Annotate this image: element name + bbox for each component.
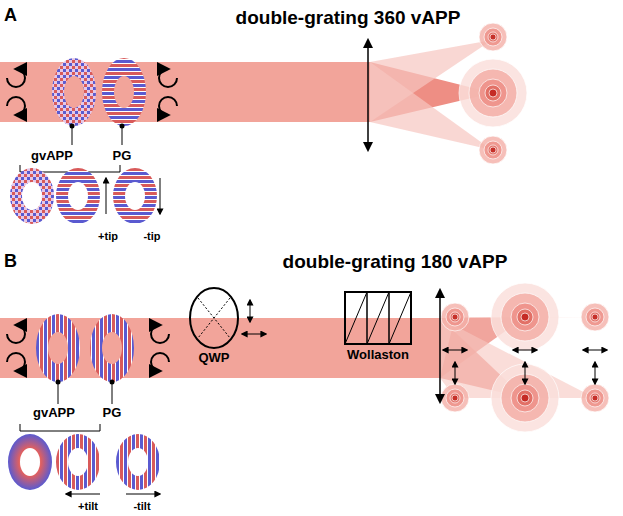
polarization-arrow <box>513 350 537 351</box>
tip-label: -tip <box>143 230 160 242</box>
psf-spot <box>441 384 469 412</box>
panel-title: double-grating 180 vAPP <box>283 252 508 273</box>
polarization-arrow <box>595 362 596 384</box>
optic-label: PG <box>103 406 122 420</box>
psf-spot <box>501 293 549 341</box>
optic-label: Wollaston <box>347 348 409 362</box>
psf-spot <box>521 313 529 321</box>
psf-spot <box>488 145 498 155</box>
psf-spot <box>511 303 539 331</box>
psf-spot <box>479 79 507 107</box>
psf-spot <box>586 389 604 407</box>
optic-label: gvAPP <box>33 406 75 420</box>
psf-spot <box>459 59 527 127</box>
psf-spot <box>581 303 609 331</box>
circular-polarization <box>7 69 25 87</box>
panel-letter: A <box>4 6 17 26</box>
psf-spot <box>490 147 496 153</box>
circular-polarization <box>7 97 25 115</box>
circular-polarization <box>151 325 169 343</box>
psf-spot <box>586 308 604 326</box>
psf-spot <box>485 85 501 101</box>
polarization-arrow <box>525 362 526 384</box>
psf-spot <box>521 394 529 402</box>
psf-spot <box>452 314 458 320</box>
tilt-label: -tilt <box>133 500 150 512</box>
psf-spot <box>488 32 498 42</box>
psf-spot <box>441 303 469 331</box>
circular-polarization <box>159 97 177 115</box>
psf-spot <box>469 69 517 117</box>
circular-polarization <box>7 325 25 343</box>
polarization-arrow <box>443 350 467 351</box>
psf-spot <box>446 389 464 407</box>
tilt-label: +tilt <box>78 500 98 512</box>
psf-spot <box>450 312 460 322</box>
circular-polarization <box>151 353 169 371</box>
psf-spot <box>511 384 539 412</box>
psf-spot <box>590 393 600 403</box>
psf-spot <box>592 395 598 401</box>
panel-title: double-grating 360 vAPP <box>236 8 461 29</box>
psf-spot <box>490 34 496 40</box>
psf-spot <box>484 28 502 46</box>
psf-spot <box>491 283 559 351</box>
optic-label: PG <box>113 149 132 163</box>
polarization-arrow <box>455 362 456 384</box>
panel-letter: B <box>4 252 17 272</box>
psf-spot <box>479 136 507 164</box>
circular-polarization <box>7 353 25 371</box>
psf-spot <box>590 312 600 322</box>
polarization-arrow <box>583 350 607 351</box>
psf-spot <box>517 390 533 406</box>
tip-label: +tip <box>98 230 118 242</box>
psf-spot <box>489 89 497 97</box>
psf-spot <box>592 314 598 320</box>
psf-spot <box>446 308 464 326</box>
psf-spot <box>517 309 533 325</box>
optic-label: QWP <box>198 351 229 365</box>
psf-spot <box>479 23 507 51</box>
psf-spot <box>581 384 609 412</box>
psf-spot <box>452 395 458 401</box>
psf-spot <box>450 393 460 403</box>
psf-spot <box>484 141 502 159</box>
optic-label: gvAPP <box>31 149 73 163</box>
circular-polarization <box>159 69 177 87</box>
